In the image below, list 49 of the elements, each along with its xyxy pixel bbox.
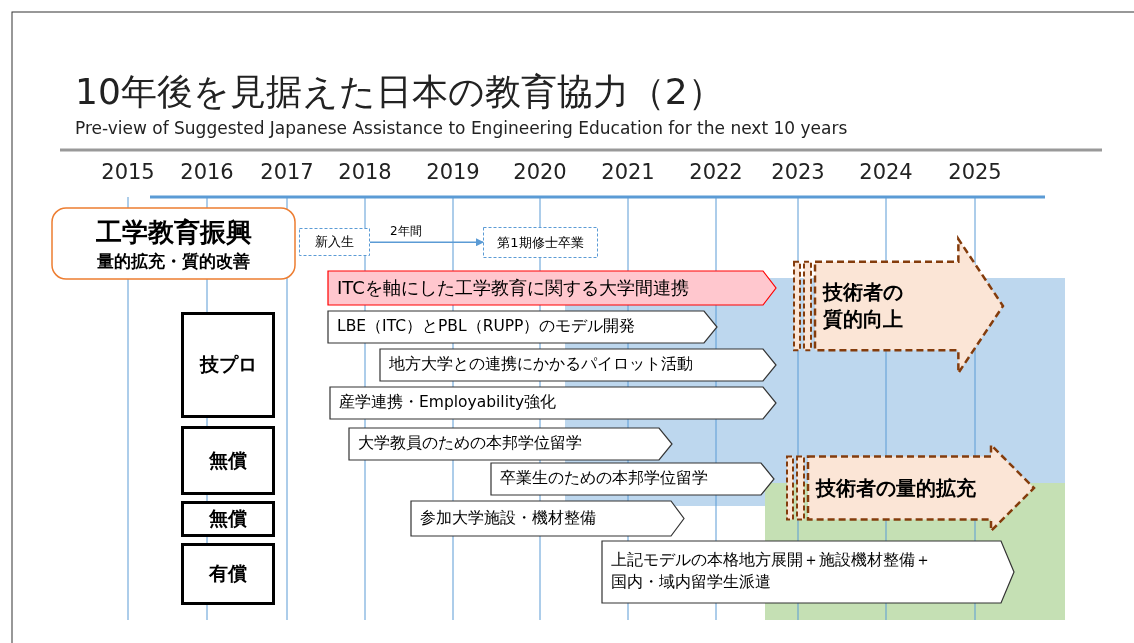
goal-heading: 工学教育振興 — [95, 215, 252, 249]
outcome-text: 技術者の質的向上 — [823, 279, 904, 333]
category-text: 無償 — [209, 447, 247, 473]
activity-arrow-bar — [379, 348, 777, 382]
outcome-banner — [786, 443, 1036, 533]
year-label: 2017 — [259, 160, 315, 184]
category-text: 無償 — [209, 506, 247, 531]
activity-text: 産学連携・Employability強化 — [339, 392, 558, 414]
activity-arrow-bar — [601, 540, 1015, 604]
activity-arrow-bar — [490, 462, 775, 496]
activity-text: ITCを軸にした工学教育に関する大学間連携 — [337, 276, 690, 301]
outcome-banner — [793, 237, 1005, 375]
category-box — [181, 426, 275, 495]
arrow — [369, 238, 484, 247]
year-label: 2018 — [337, 160, 393, 184]
year-label: 2021 — [600, 160, 656, 184]
year-label: 2023 — [770, 160, 826, 184]
activity-arrow-bar — [348, 427, 673, 461]
activity-arrow-bar — [327, 310, 718, 344]
activity-arrow-bar — [410, 500, 685, 537]
year-label: 2016 — [179, 160, 235, 184]
year-label: 2019 — [425, 160, 481, 184]
subtitle: Pre-view of Suggested Japanese Assistance to Engineering Education for the next 10 years — [75, 118, 848, 138]
category-text: 技プロ — [199, 352, 257, 377]
outcome-text: 技術者の量的拡充 — [816, 474, 977, 502]
year-label: 2015 — [100, 160, 156, 184]
goal-box — [51, 207, 296, 280]
activity-arrow-bar — [329, 386, 777, 420]
activity-text: 大学教員のための本邦学位留学 — [358, 433, 583, 455]
year-label: 2025 — [947, 160, 1003, 184]
category-box — [181, 501, 275, 537]
activity-text: LBE（ITC）とPBL（RUPP）のモデル開発 — [337, 316, 637, 338]
year-label: 2022 — [688, 160, 744, 184]
activity-text: 参加大学施設・機材整備 — [420, 507, 597, 529]
year-label: 2024 — [858, 160, 914, 184]
category-box — [181, 543, 275, 605]
activity-arrow-bar — [327, 270, 777, 306]
activity-text: 卒業生のための本邦学位留学 — [500, 468, 709, 490]
milestone-box — [483, 227, 598, 258]
activity-text: 地方大学との連携にかかるパイロット活動 — [389, 354, 694, 376]
milestone-text: 新入生 — [315, 233, 354, 251]
activity-text: 上記モデルの本格地方展開＋施設機材整備＋国内・域内留学生派遣 — [611, 550, 932, 593]
year-label: 2020 — [512, 160, 568, 184]
slide-title: 10年後を見据えた日本の教育協力（2） — [75, 70, 724, 114]
category-box — [181, 312, 275, 418]
milestone-text: 第1期修士卒業 — [497, 233, 584, 252]
milestone-box — [299, 228, 370, 256]
category-text: 有償 — [209, 561, 247, 586]
goal-subheading: 量的拡充・質的改善 — [97, 249, 250, 273]
